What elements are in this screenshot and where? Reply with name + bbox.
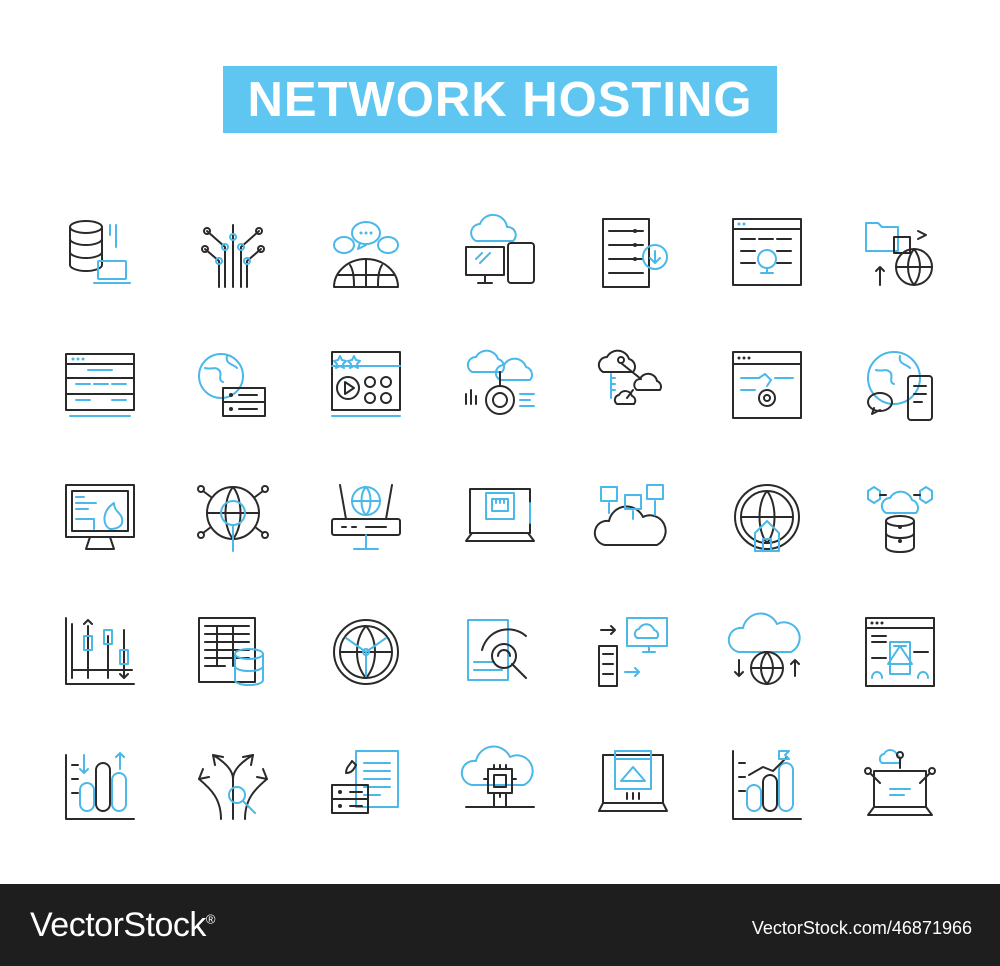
page-title: NETWORK HOSTING	[247, 72, 753, 127]
server-grid-window-icon	[33, 319, 166, 452]
growth-chart-icon	[700, 718, 833, 851]
bar-chart-cylinders-icon	[33, 718, 166, 851]
cloud-search-icon	[433, 319, 566, 452]
globe-chat-phone-icon	[833, 319, 966, 452]
website-layout-icon	[833, 585, 966, 718]
cloud-network-icon	[567, 319, 700, 452]
database-laptop-icon	[33, 186, 166, 319]
media-player-icon	[300, 319, 433, 452]
browser-settings-icon	[700, 319, 833, 452]
globe-search-network-icon	[166, 452, 299, 585]
vectorstock-logo[interactable]: VectorStock®	[30, 906, 216, 945]
icon-grid	[33, 186, 967, 851]
globe-server-icon	[166, 319, 299, 452]
globe-chat-icon	[300, 186, 433, 319]
cloud-devices-icon	[433, 186, 566, 319]
spreadsheet-database-icon	[166, 585, 299, 718]
server-rack-download-icon	[567, 186, 700, 319]
circuit-tree-icon	[166, 186, 299, 319]
laptop-ethernet-icon	[433, 452, 566, 585]
footer-bar: VectorStock® VectorStock.com/46871966	[0, 884, 1000, 966]
cloud-database-hexagon-icon	[833, 452, 966, 585]
image-id-link[interactable]: VectorStock.com/46871966	[751, 918, 972, 938]
server-cloud-monitor-icon	[567, 585, 700, 718]
globe-home-network-icon	[700, 452, 833, 585]
title-banner: NETWORK HOSTING	[223, 66, 777, 133]
globe-network-icon	[300, 585, 433, 718]
server-documents-icon	[300, 718, 433, 851]
web-tools-window-icon	[700, 186, 833, 319]
document-analytics-search-icon	[433, 585, 566, 718]
cloud-globe-sync-icon	[700, 585, 833, 718]
folder-globe-sync-icon	[833, 186, 966, 319]
laptop-upload-icon	[567, 718, 700, 851]
chart-sliders-icon	[33, 585, 166, 718]
wifi-router-globe-icon	[300, 452, 433, 585]
cloud-upload-icon	[567, 452, 700, 585]
footer-brand-name: VectorStock	[30, 906, 206, 944]
registered-mark: ®	[205, 911, 216, 927]
monitor-firewall-icon	[33, 452, 166, 585]
laptop-cloud-network-icon	[833, 718, 966, 851]
cloud-chip-icon	[433, 718, 566, 851]
arrows-search-path-icon	[166, 718, 299, 851]
